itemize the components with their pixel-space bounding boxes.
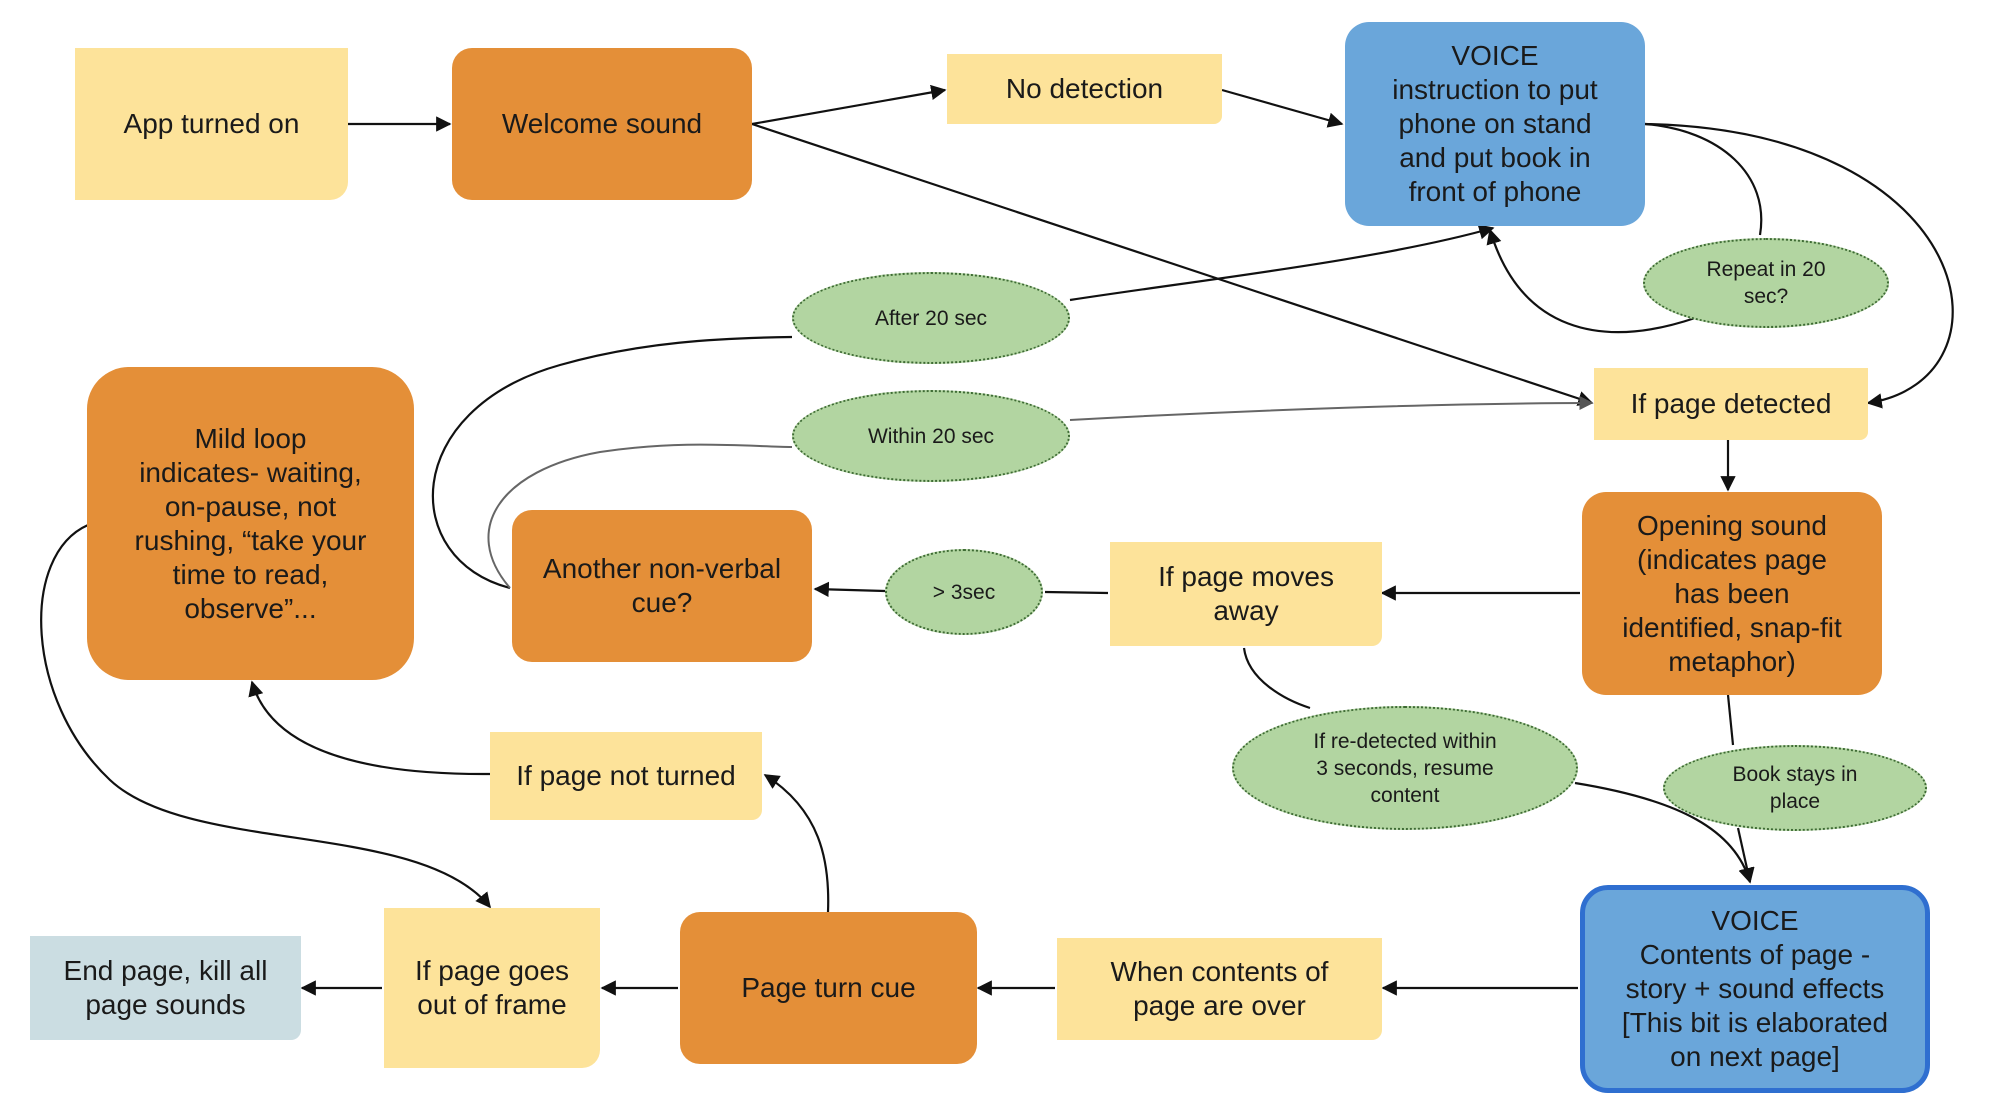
redetected-condition: If re-detected within 3 seconds, resume …: [1232, 706, 1578, 830]
repeat-20-condition: Repeat in 20 sec?: [1643, 238, 1889, 328]
page-detected-node: If page detected: [1594, 368, 1868, 440]
edge-mildloop-to-outofframe: [40, 523, 491, 909]
gt-3sec-condition: > 3sec: [885, 549, 1043, 635]
mild-loop-node: Mild loop indicates- waiting, on-pause, …: [87, 367, 414, 680]
page-turn-cue-node: Page turn cue: [680, 912, 977, 1064]
no-detection-node: No detection: [947, 54, 1222, 124]
after-20-condition: After 20 sec: [792, 272, 1070, 364]
voice-instruction-node: VOICE instruction to put phone on stand …: [1345, 22, 1645, 226]
within-20-condition: Within 20 sec: [792, 390, 1070, 482]
edge-opening-to-stays: [1726, 694, 1735, 746]
opening-sound-node: Opening sound (indicates page has been i…: [1582, 492, 1882, 695]
edge-gt3-to-nonverbal: [813, 581, 886, 598]
contents-over-node: When contents of page are over: [1057, 938, 1382, 1040]
out-of-frame-node: If page goes out of frame: [384, 908, 600, 1068]
welcome-sound-node: Welcome sound: [452, 48, 752, 200]
edge-welcome-to-nodetection: [751, 84, 947, 126]
page-not-turned-node: If page not turned: [490, 732, 762, 820]
edge-pageturn-to-notturned: [763, 774, 830, 913]
edge-voice-to-pagedetected: [1644, 122, 1954, 409]
edge-voice-to-repeat: [1644, 122, 1763, 236]
end-page-node: End page, kill all page sounds: [30, 936, 301, 1040]
page-moves-node: If page moves away: [1110, 542, 1382, 646]
voice-contents-node: VOICE Contents of page - story + sound e…: [1580, 885, 1930, 1093]
edge-after20-to-voice: [1069, 224, 1495, 302]
edge-nodetection-to-voice: [1221, 88, 1344, 128]
edge-notturned-to-mildloop: [248, 680, 491, 776]
stays-condition: Book stays in place: [1663, 745, 1927, 831]
edge-within20-to-pagedetected: [1069, 396, 1594, 421]
edge-redetected-to-voicecontents: [1574, 781, 1754, 884]
edge-welcome-to-pagedetected: [751, 122, 1594, 406]
edge-pagemoves-to-gt3: [1044, 590, 1109, 595]
edge-nonverbal-to-within20: [487, 443, 793, 589]
nonverbal-cue-node: Another non-verbal cue?: [512, 510, 812, 662]
edge-pagemoves-to-redetected: [1242, 647, 1311, 710]
edge-nonverbal-to-after20: [431, 335, 793, 590]
edge-repeat-to-voice: [1486, 228, 1696, 334]
app-turned-on-node: App turned on: [75, 48, 348, 200]
